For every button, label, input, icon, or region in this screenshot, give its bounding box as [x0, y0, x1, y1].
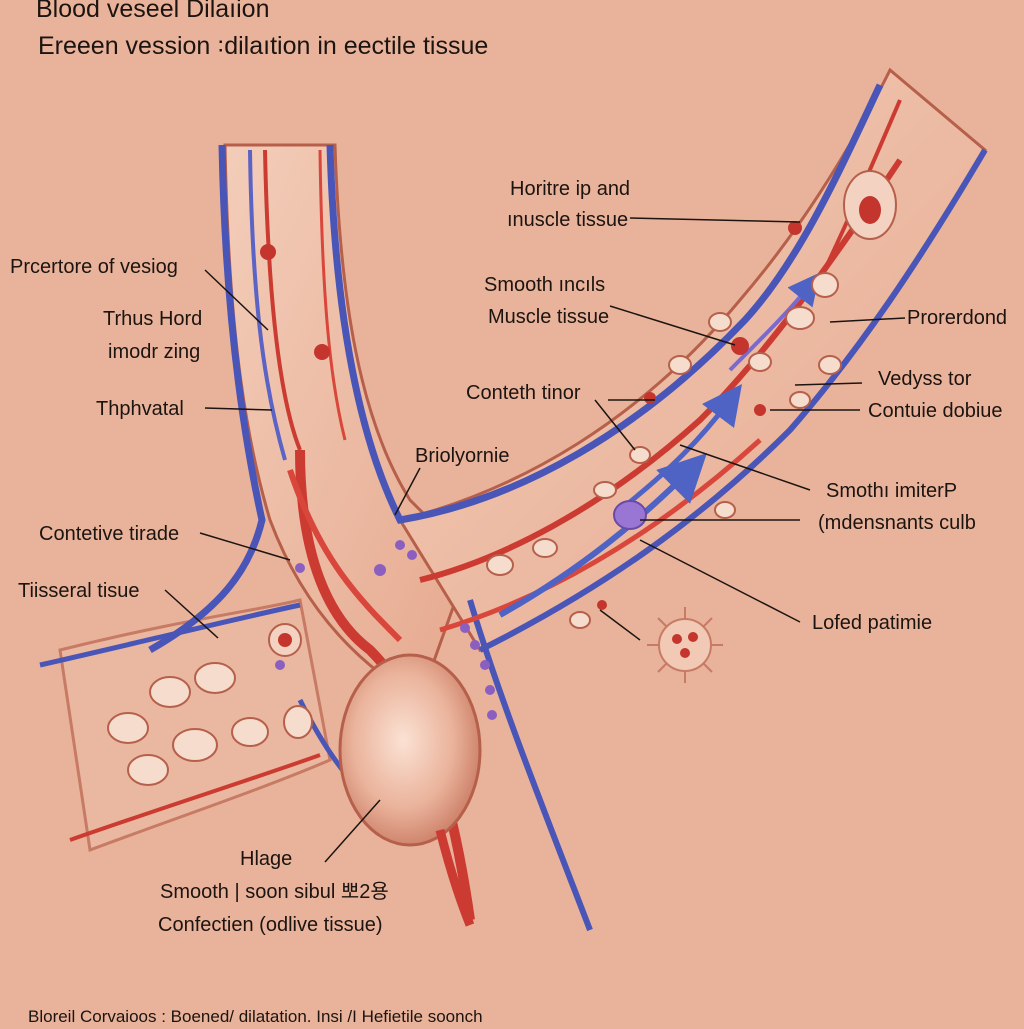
artery-branch-3: [439, 438, 762, 633]
artery-branch-1: [287, 469, 403, 643]
cell-cluster-lower-left: [107, 662, 313, 786]
label-bottom-3: Confectien (odlive tissue): [158, 914, 383, 936]
label-mid-2: Conteth tinor: [466, 382, 581, 404]
artery-vertical: [263, 149, 302, 451]
label-mid-3: Briolyornie: [415, 445, 510, 467]
label-left-1: Prcertore of vesiog: [10, 256, 178, 278]
label-left-3: Thphvatal: [96, 398, 184, 420]
artery-vertical-2: [318, 149, 347, 441]
label-mid-1b: Muscle tissue: [488, 306, 610, 328]
label-left-4: Contetive tirade: [39, 523, 180, 545]
purple-cell: [613, 500, 647, 530]
bulb-artery-out: [435, 828, 475, 927]
lower-tube: [58, 598, 332, 853]
label-bottom-2: Smooth | soon sibul 뽀2용: [160, 881, 389, 903]
cell-cluster-diagonal: [486, 272, 842, 629]
spiky-cell: [647, 607, 723, 683]
footer-caption: Bloreil Corvaioos : Boened/ dilatation. …: [28, 1007, 483, 1026]
label-right-1: Prorerdond: [907, 307, 1008, 329]
vein-center: [326, 83, 884, 524]
vein-left-outer: [148, 144, 266, 654]
label-right-4a: Smothı imiterP: [826, 480, 958, 502]
page-title: Blood veseel Dilaıion: [36, 0, 270, 23]
label-mid-1a: Smooth ıncıls: [484, 274, 606, 296]
dots-purple: [275, 540, 497, 720]
page-subtitle: Ereeen vession ꞉dilaıtion in eectile tis…: [38, 32, 489, 60]
label-left-5: Tiisseral tisue: [18, 580, 140, 602]
bulb-tissue: [338, 653, 482, 847]
label-right-3: Contuie dobiue: [868, 400, 1003, 422]
label-left-2b: imodr zing: [108, 341, 201, 363]
label-top-right-1: Horitre ip and: [510, 178, 631, 200]
vein-lower-right: [467, 599, 593, 932]
vein-diagonal-lower: [478, 148, 988, 653]
label-right-4b: (mdensnants culb: [818, 512, 976, 534]
dots-red: [260, 221, 802, 610]
lower-tube-artery: [69, 753, 321, 842]
label-left-2a: Trhus Hord: [103, 308, 203, 330]
vein-left-inner: [248, 149, 287, 461]
label-top-right-2: ınuscle tissue: [507, 209, 629, 231]
label-right-5: Lofed patimie: [812, 612, 933, 634]
leader-lines: [164, 217, 906, 863]
flow-arrow-3: [728, 272, 820, 372]
flow-arrow-2: [618, 384, 743, 512]
label-right-2: Vedyss tor: [878, 368, 972, 390]
label-bottom-1: Hlage: [240, 848, 293, 870]
flow-arrow-1: [498, 453, 707, 618]
